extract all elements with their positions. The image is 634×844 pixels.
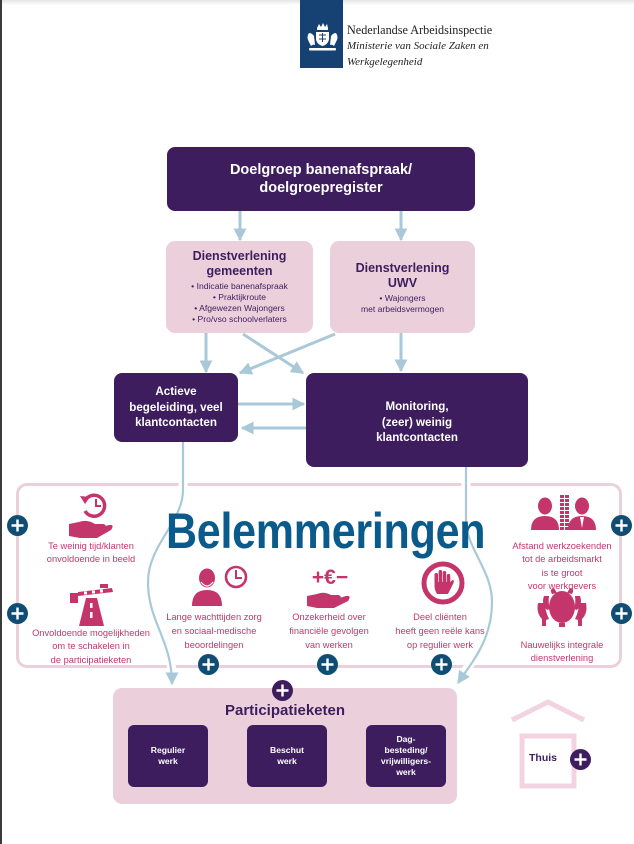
step-label-line: vrijwilligers- (380, 756, 432, 766)
barrier-item-time[interactable]: Te weinig tijd/klanten onvoldoende in be… (26, 540, 156, 567)
logo-block (300, 0, 343, 68)
barrier-text-line: onvoldoende in beeld (46, 554, 136, 565)
participation-chain-title: Participatieketen (224, 702, 346, 719)
barrier-text-line: voor werkgevers (527, 580, 597, 591)
barrier-text-line: Nauwelijks integrale (520, 640, 604, 650)
barrier-text-line: Deel cliënten (413, 612, 467, 622)
uwv-bullet: met arbeidsvermogen (360, 304, 445, 314)
step-label-line: werk (158, 756, 178, 766)
active-line-3: klantcontacten (135, 416, 217, 430)
plus-icon (198, 654, 219, 675)
step-sheltered-work[interactable]: Beschut werk (247, 725, 327, 787)
municipal-title-1: Dienstverlening (192, 249, 287, 263)
barrier-text-line: op regulier werk (406, 640, 474, 650)
monitoring-box[interactable]: Monitoring, (zeer) weinig klantcontacten (306, 373, 528, 467)
barrier-text-line: financiële gevolgen (289, 626, 369, 636)
municipal-services-box[interactable]: Dienstverlening gemeenten • Indicatie ba… (166, 241, 313, 333)
uwv-services-box[interactable]: Dienstverlening UWV • Wajongers met arbe… (330, 241, 475, 333)
curve-monitoring-to-chain (457, 467, 494, 685)
plus-icon (7, 603, 28, 624)
barrier-text-line: de participatieketen (50, 654, 132, 665)
step-label-line: werk (396, 767, 416, 777)
expand-no-chance-button[interactable] (431, 654, 452, 675)
barrier-item-financial[interactable]: Onzekerheid over financiële gevolgen van… (264, 610, 394, 652)
barrier-text-line: heeft geen reële kans (395, 626, 485, 636)
step-label-line: werk (277, 756, 297, 766)
uwv-bullet: • Wajongers (379, 293, 426, 303)
monitoring-line-3: klantcontacten (376, 431, 458, 445)
expand-home-button[interactable] (570, 749, 591, 770)
uwv-title-2: UWV (387, 275, 418, 290)
expand-chain-button[interactable] (272, 680, 293, 701)
barrier-text-line: Onzekerheid over (292, 612, 366, 622)
window-edge (0, 0, 2, 844)
municipal-bullet: • Praktijkroute (212, 292, 267, 302)
plus-icon (317, 654, 338, 675)
expand-integral-button[interactable] (611, 603, 632, 624)
ministry-line-2: Werkgelegenheid (347, 56, 423, 68)
arrow-uwv-to-active (238, 332, 336, 375)
barrier-text-line: Afstand werkzoekenden (512, 541, 612, 551)
curve-active-to-chain (146, 442, 185, 686)
municipal-title-2: gemeenten (206, 263, 273, 278)
plus-icon (611, 603, 632, 624)
barrier-text-line: Te weinig tijd/klanten (48, 541, 134, 551)
monitoring-line-2: (zeer) weinig (381, 415, 453, 429)
step-label-line: besteding/ (384, 745, 428, 755)
home-label: Thuis (529, 752, 557, 764)
house-icon (510, 699, 586, 789)
step-label-line: Beschut (270, 745, 304, 755)
municipal-bullet: • Indicatie banenafspraak (191, 281, 288, 291)
target-group-line-1: Doelgroep banenafspraak/ (229, 162, 413, 178)
active-line-2: begeleiding, veel (129, 400, 223, 414)
barrier-text-line: Lange wachttijden zorg (166, 612, 262, 622)
barrier-text-line: en sociaal-medische (171, 626, 257, 636)
expand-distance-button[interactable] (611, 515, 632, 536)
expand-waiting-button[interactable] (198, 654, 219, 675)
barrier-item-distance[interactable]: Afstand werkzoekenden tot de arbeidsmark… (497, 540, 627, 593)
active-line-1: Actieve (155, 385, 197, 399)
expand-switching-button[interactable] (7, 603, 28, 624)
barrier-text-line: is te groot (541, 567, 583, 578)
active-guidance-box[interactable]: Actieve begeleiding, veel klantcontacten (114, 373, 238, 442)
plus-icon (431, 654, 452, 675)
barrier-item-integral[interactable]: Nauwelijks integrale dienstverlening (497, 639, 627, 666)
expand-time-button[interactable] (7, 515, 28, 536)
step-day-activities[interactable]: Dag- besteding/ vrijwilligers- werk (366, 725, 446, 787)
plus-icon (611, 515, 632, 536)
barrier-text-line: om te schakelen in (52, 641, 130, 652)
barrier-text-line: dienstverlening (530, 653, 594, 664)
municipal-bullet: • Afgewezen Wajongers (194, 303, 285, 313)
arrow-municipal-to-monitoring (242, 332, 305, 375)
org-name: Nederlandse Arbeidsinspectie (347, 23, 493, 37)
barriers-title-text: Belemmeringen (165, 503, 486, 559)
uwv-title-1: Dienstverlening (355, 261, 450, 275)
barrier-item-waiting[interactable]: Lange wachttijden zorg en sociaal-medisc… (144, 610, 284, 652)
barrier-text-line: beoordelingen (184, 640, 244, 650)
plus-icon (570, 749, 591, 770)
plus-icon (7, 515, 28, 536)
ministry-line-1: Ministerie van Sociale Zaken en (347, 40, 489, 52)
barrier-text-line: Onvoldoende mogelijkheden (32, 628, 150, 638)
target-group-line-2: doelgroepregister (259, 180, 383, 196)
royal-coat-of-arms-icon (307, 23, 338, 51)
plus-icon (272, 680, 293, 701)
step-label-line: Dag- (396, 734, 416, 744)
target-group-box[interactable]: Doelgroep banenafspraak/ doelgroepregist… (167, 147, 475, 211)
barriers-title: Belemmeringen (140, 506, 500, 556)
barrier-item-switching[interactable]: Onvoldoende mogelijkheden om te schakele… (16, 627, 166, 667)
expand-financial-button[interactable] (317, 654, 338, 675)
municipal-bullet: • Pro/vso schoolverlaters (192, 314, 287, 324)
barrier-text-line: tot de arbeidsmarkt (522, 554, 602, 565)
monitoring-line-1: Monitoring, (385, 400, 449, 414)
step-regular-work[interactable]: Regulier werk (128, 725, 208, 787)
barrier-text-line: van werken (305, 640, 353, 650)
step-label-line: Regulier (150, 745, 186, 755)
barrier-item-no-chance[interactable]: Deel cliënten heeft geen reële kans op r… (375, 610, 505, 652)
organization-name: Nederlandse Arbeidsinspectie Ministerie … (347, 22, 492, 70)
